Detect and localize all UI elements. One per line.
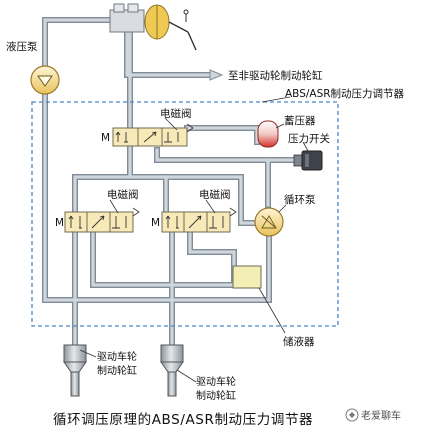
reservoir <box>232 265 262 289</box>
solenoid-valve-right <box>161 207 237 233</box>
arrow-to-non-drive-wheel <box>209 69 224 81</box>
label-motor-left: M <box>55 217 64 229</box>
hydraulic-pump <box>30 65 60 95</box>
label-unit-title: ABS/ASR制动压力调节器 <box>285 87 405 100</box>
solenoid-valve-left <box>64 207 140 233</box>
regulator-unit-border <box>31 101 339 327</box>
label-pressure-switch: 压力开关 <box>288 132 330 145</box>
label-solenoid-top: 电磁阀 <box>160 107 192 120</box>
label-drive-wheel-2-line1: 驱动车轮 <box>196 375 236 388</box>
accumulator <box>257 120 279 148</box>
watermark-logo-icon <box>345 408 359 422</box>
label-solenoid-right: 电磁阀 <box>199 188 231 201</box>
pipe-network <box>42 17 297 348</box>
label-to-non-drive-wheel: 至非驱动轮制动轮缸 <box>228 69 323 82</box>
solenoid-valve-top <box>112 123 194 147</box>
watermark: 老爱聊车 <box>345 408 401 422</box>
label-drive-wheel-2-line2: 制动轮缸 <box>196 389 236 402</box>
label-reservoir: 储液器 <box>283 335 315 348</box>
label-drive-wheel-1-line2: 制动轮缸 <box>97 364 137 377</box>
circulation-pump <box>254 207 284 237</box>
drive-wheel-cylinder-1 <box>63 344 87 397</box>
label-solenoid-left: 电磁阀 <box>107 188 139 201</box>
label-motor-top: M <box>101 132 110 144</box>
label-accumulator: 蓄压器 <box>284 115 316 127</box>
pressure-switch <box>293 150 323 171</box>
watermark-text: 老爱聊车 <box>361 409 401 422</box>
label-drive-wheel-1-line1: 驱动车轮 <box>97 350 137 363</box>
master-cylinder-booster <box>109 3 197 51</box>
leader-lines <box>79 96 309 383</box>
drive-wheel-cylinder-2 <box>160 344 184 397</box>
label-motor-right: M <box>151 217 160 229</box>
label-circulation-pump: 循环泵 <box>284 193 316 206</box>
label-hydraulic-pump: 液压泵 <box>6 40 38 53</box>
figure-caption: 循环调压原理的ABS/ASR制动压力调节器 <box>53 412 313 428</box>
